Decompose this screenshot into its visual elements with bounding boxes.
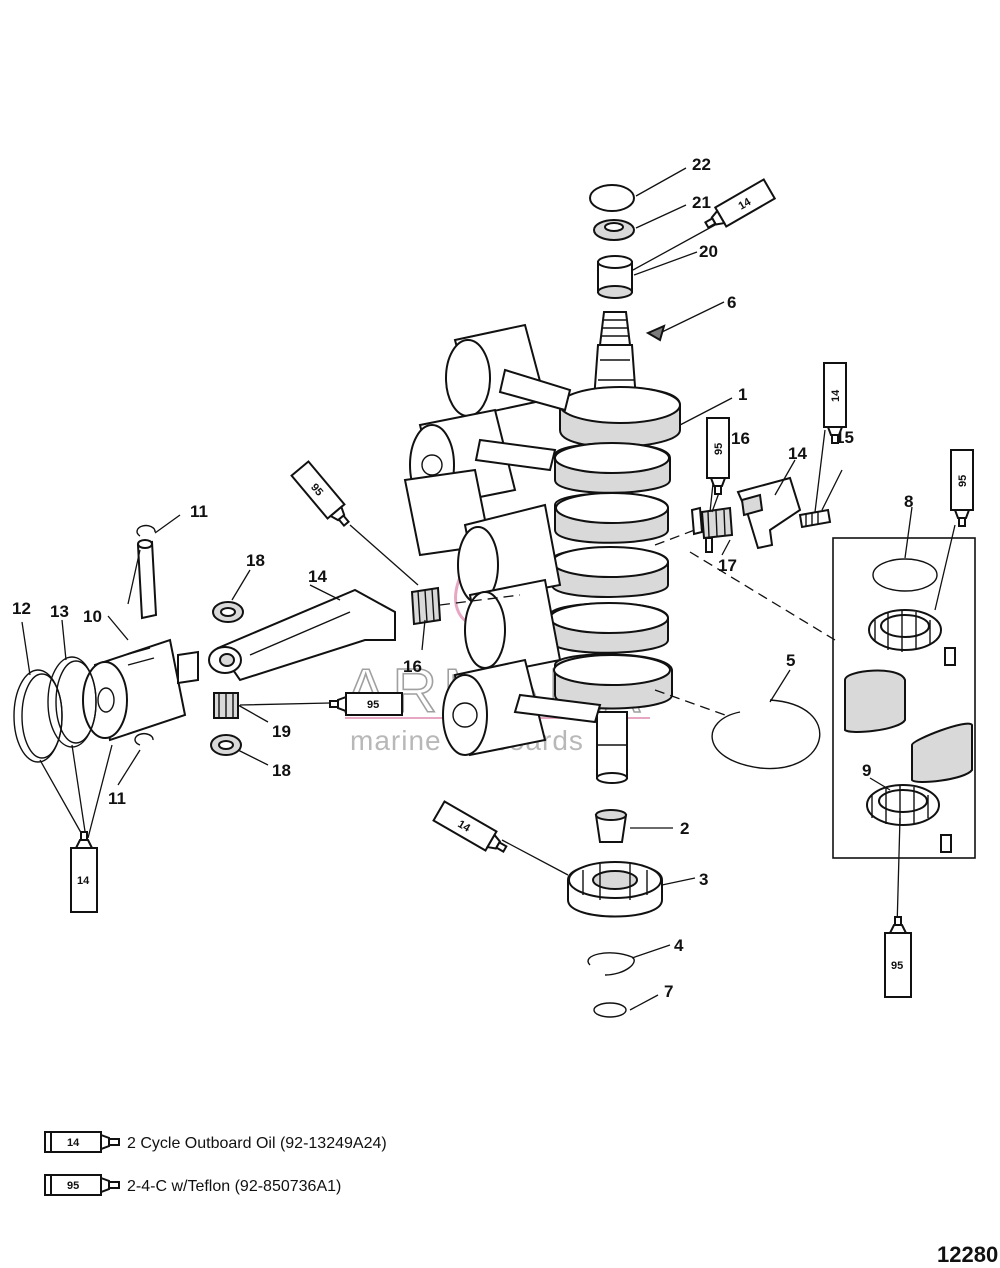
callout-14-left: 14 (308, 567, 327, 586)
legend-desc-95: 2-4-C w/Teflon (92-850736A1) (127, 1178, 341, 1195)
callout-1: 1 (738, 385, 747, 404)
rod-needle-bearing (410, 586, 442, 626)
piston-assemblies-background (403, 323, 602, 757)
callout-21: 21 (692, 193, 711, 212)
part-22-oring (589, 184, 635, 212)
callout-12: 12 (12, 599, 31, 618)
leader-lines (21, 167, 956, 1011)
wrist-pin (136, 540, 158, 620)
callout-8: 8 (904, 492, 913, 511)
part-6-key (645, 324, 666, 342)
rod-cap-right (690, 476, 832, 553)
legend-desc-14: 2 Cycle Outboard Oil (92-13249A24) (127, 1135, 387, 1152)
legend-code-95: 95 (67, 1180, 79, 1192)
legend: 14 2 Cycle Outboard Oil (92-13249A24) 95… (44, 1131, 387, 1196)
callout-19: 19 (272, 722, 291, 741)
bottom-bearing-stack (567, 809, 663, 1018)
callout-9: 9 (862, 761, 871, 780)
callout-3: 3 (699, 870, 708, 889)
piston-left (82, 539, 199, 742)
callout-17: 17 (718, 556, 737, 575)
callout-14-right: 14 (788, 444, 807, 463)
callout-11-top: 11 (190, 502, 208, 521)
callout-2: 2 (680, 819, 689, 838)
retaining-ring-5 (711, 699, 821, 770)
grease-tube-icon: 95 (884, 916, 912, 998)
bearing-kit-box (832, 537, 976, 859)
oil-tube-icon: 14 (70, 831, 98, 913)
callout-13: 13 (50, 602, 69, 621)
grease-tube-icon: 95 (329, 692, 403, 716)
callout-7: 7 (664, 982, 673, 1001)
oil-tube-icon: 14 (432, 800, 508, 853)
oil-tube-icon: 14 (823, 362, 847, 444)
callout-5: 5 (786, 651, 795, 670)
legend-item-95: 95 2-4-C w/Teflon (92-850736A1) (44, 1174, 341, 1196)
svg-text:95: 95 (957, 475, 969, 487)
svg-text:95: 95 (713, 443, 725, 455)
connecting-rod-left (208, 588, 396, 682)
legend-item-14: 14 2 Cycle Outboard Oil (92-13249A24) (44, 1131, 387, 1153)
oil-tube-icon: 14 (704, 178, 777, 229)
figure-number: 12280 (937, 1242, 998, 1267)
callout-16-left: 16 (403, 657, 422, 676)
svg-text:95: 95 (891, 960, 903, 972)
svg-text:14: 14 (830, 389, 842, 402)
callout-22: 22 (692, 155, 711, 174)
top-bearing-stack (589, 184, 666, 342)
callout-labels: 22 21 20 6 1 16 14 15 8 17 11 18 14 12 1… (12, 155, 913, 1001)
lubricant-tubes: 14 14 95 95 95 (70, 178, 974, 998)
grease-tube-icon: 95 (290, 460, 350, 528)
callout-18-top: 18 (246, 551, 265, 570)
callout-20: 20 (699, 242, 718, 261)
legend-code-14: 14 (67, 1137, 80, 1149)
callout-10: 10 (83, 607, 102, 626)
callout-16-right: 16 (731, 429, 750, 448)
grease-tube-icon: 95 (706, 417, 730, 495)
grease-tube-icon: 95 (950, 449, 974, 527)
svg-text:95: 95 (367, 699, 379, 711)
callout-4: 4 (674, 936, 684, 955)
small-parts-left (134, 524, 244, 756)
callout-11-bottom: 11 (108, 789, 126, 808)
crankshaft (549, 311, 681, 784)
svg-text:14: 14 (77, 875, 90, 887)
callout-6: 6 (727, 293, 736, 312)
dashed-lines (439, 527, 836, 716)
callout-18-bottom: 18 (272, 761, 291, 780)
